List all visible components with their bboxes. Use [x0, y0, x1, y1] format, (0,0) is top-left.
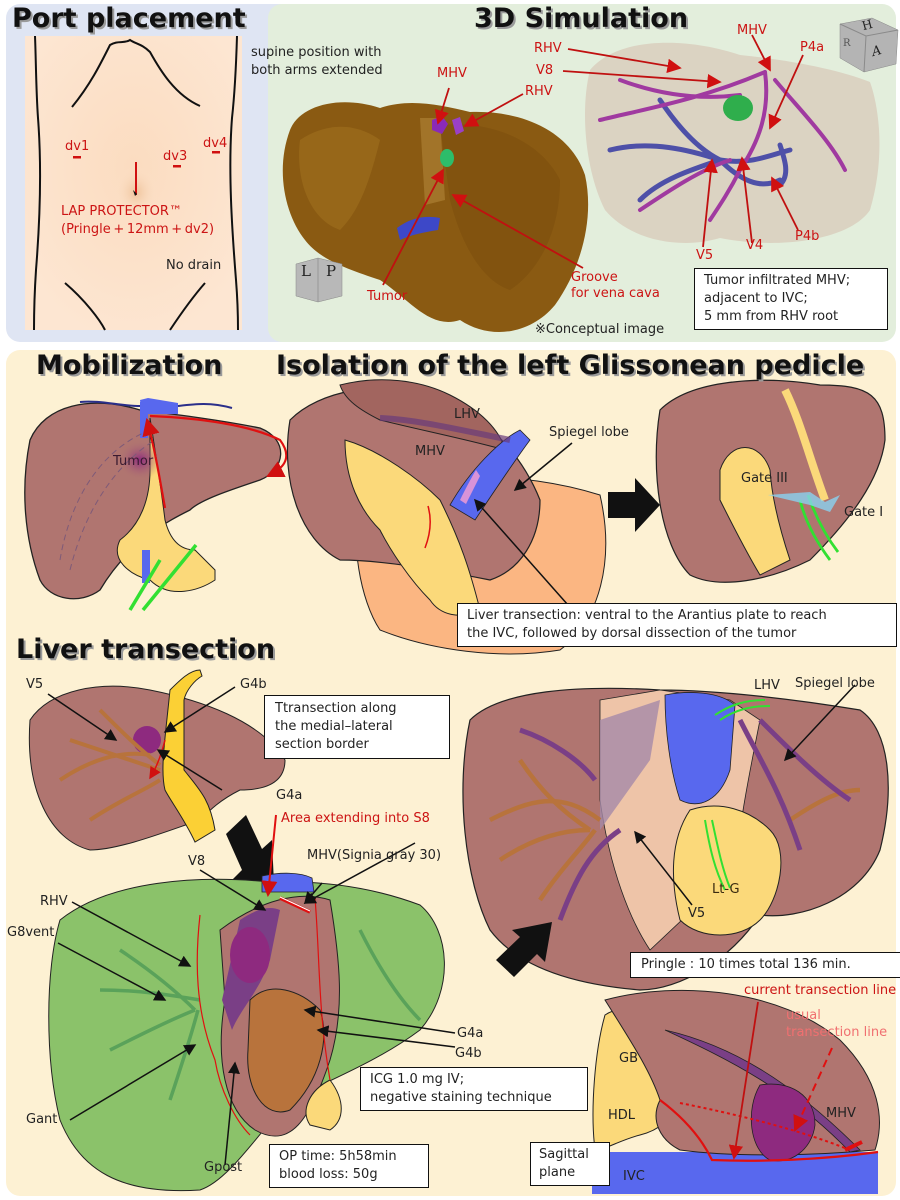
- transection-g4a-upper: G4a: [276, 788, 303, 803]
- torso: [25, 35, 242, 331]
- sagittal-ivc: IVC: [623, 1169, 645, 1184]
- usual-transection-line-label-1: usual: [786, 1008, 821, 1023]
- transection-right-ltg: Lt-G: [712, 882, 740, 897]
- transection-title: Liver transection: [16, 634, 276, 665]
- sim-right-v4: V4: [746, 238, 764, 253]
- area-s8-arrow: [261, 814, 278, 897]
- mobilization-liver-diagram: [24, 398, 288, 612]
- sagittal-mhv: MHV: [826, 1106, 856, 1121]
- mobilization-title: Mobilization: [36, 350, 223, 381]
- position-note-line1: supine position with: [251, 45, 382, 60]
- summary-line: Tumor infiltrated MHV;: [704, 273, 851, 288]
- transection-right-spiegel: Spiegel lobe: [795, 676, 875, 691]
- sim-left-mhv: MHV: [437, 66, 467, 81]
- transection-gant: Gant: [26, 1112, 58, 1127]
- isolation-spiegel-lobe: Spiegel lobe: [549, 425, 629, 440]
- transection-g4b-upper: G4b: [240, 677, 267, 692]
- next-step-arrow-3: [496, 922, 552, 977]
- transection-g8vent: G8vent: [7, 925, 55, 940]
- icg-line: ICG 1.0 mg IV;: [370, 1072, 465, 1087]
- op-summary-box: OP time: 5h58min blood loss: 50g: [269, 1144, 429, 1188]
- isolation-title: Isolation of the left Glissonean pedicle: [276, 350, 865, 381]
- transection-right-liver-diagram: [462, 687, 889, 991]
- transection-right-v5: V5: [688, 906, 706, 921]
- area-extending-s8: Area extending into S8: [281, 811, 430, 826]
- border-line: section border: [275, 737, 369, 752]
- transection-v8: V8: [188, 854, 206, 869]
- transection-g4b-lower: G4b: [455, 1046, 482, 1061]
- sagittal-plane-box: Sagittal plane: [530, 1142, 610, 1186]
- port-placement-title: Port placement: [12, 3, 246, 34]
- icg-line: negative staining technique: [370, 1090, 552, 1105]
- isolation-gate-i: Gate I: [844, 505, 884, 520]
- sim-right-p4b: P4b: [795, 229, 820, 244]
- drain-note: No drain: [166, 258, 222, 273]
- mobilization-tumor-label: Tumor: [113, 454, 154, 469]
- isolation-mhv: MHV: [415, 444, 445, 459]
- sagittal-diagram: [592, 989, 880, 1194]
- simulation-arrows: [382, 34, 804, 286]
- mhv-signia-label: MHV(Signia gray 30): [307, 848, 442, 863]
- icg-box: ICG 1.0 mg IV; negative staining techniq…: [360, 1067, 588, 1111]
- lap-protector-detail: (Pringle + 12mm + dv2): [61, 222, 215, 237]
- transection-right-lhv: LHV: [754, 678, 780, 693]
- sim-groove-line1: Groove: [571, 270, 618, 285]
- cube-right-face-r: R: [843, 38, 851, 49]
- lap-protector-label: LAP PROTECTOR™: [61, 204, 182, 219]
- isolation-lhv: LHV: [454, 407, 480, 422]
- simulation-title: 3D Simulation: [474, 3, 689, 34]
- transection-v5: V5: [26, 677, 44, 692]
- sagittal-gb: GB: [619, 1051, 638, 1066]
- leader-arrows: [47, 442, 856, 1166]
- isolation-gate-iii: Gate III: [741, 471, 788, 486]
- border-line: the medial–lateral: [275, 719, 393, 734]
- pringle-box: Pringle : 10 times total 136 min.: [630, 952, 900, 978]
- transection-rhv: RHV: [40, 894, 68, 909]
- sim-right-p4a: P4a: [800, 40, 825, 55]
- cube-left-face-p: P: [326, 262, 337, 280]
- orientation-cube-right: [839, 17, 899, 73]
- transection-upper-diagram: [28, 669, 286, 851]
- summary-line: adjacent to IVC;: [704, 291, 808, 306]
- op-time: OP time: 5h58min: [279, 1149, 397, 1164]
- next-step-arrow-1: [608, 478, 660, 532]
- next-step-arrow-2: [226, 815, 274, 884]
- port-dv4: dv4: [203, 136, 228, 151]
- transection-g4a-lower: G4a: [457, 1026, 484, 1041]
- orientation-cube-left: [295, 257, 343, 303]
- note-line: the IVC, followed by dorsal dissection o…: [467, 626, 797, 641]
- plane-line: plane: [539, 1165, 576, 1180]
- sim-right-v5: V5: [696, 248, 714, 263]
- usual-transection-line-label-2: transection line: [786, 1025, 888, 1040]
- sim-right-rhv: RHV: [534, 41, 562, 56]
- summary-line: 5 mm from RHV root: [704, 309, 839, 324]
- sagittal-hdl: HDL: [608, 1108, 636, 1123]
- note-line: Liver transection: ventral to the Aranti…: [467, 608, 827, 623]
- cube-left-face-l: L: [301, 262, 311, 280]
- border-line: Ttransection along: [275, 701, 397, 716]
- blood-loss: blood loss: 50g: [279, 1167, 378, 1182]
- sim-right-mhv: MHV: [737, 23, 767, 38]
- isolation-right-liver-diagram: [655, 379, 886, 583]
- isolation-note-box: Liver transection: ventral to the Aranti…: [457, 603, 897, 647]
- transection-border-box: Ttransection along the medial–lateral se…: [264, 695, 450, 759]
- port-dv1: dv1: [65, 139, 90, 154]
- liver-3d-render-left: [282, 102, 589, 332]
- transection-gpost: Gpost: [204, 1160, 243, 1175]
- sim-tumor: Tumor: [367, 289, 408, 304]
- position-note-line2: both arms extended: [251, 63, 383, 78]
- plane-line: Sagittal: [539, 1147, 589, 1162]
- simulation-summary-box: Tumor infiltrated MHV; adjacent to IVC; …: [694, 268, 888, 330]
- conceptual-image-note: ※Conceptual image: [535, 322, 665, 337]
- current-transection-line-label: current transection line: [744, 983, 897, 998]
- port-dv3: dv3: [163, 149, 188, 164]
- sim-right-v8: V8: [536, 63, 554, 78]
- sim-left-rhv: RHV: [525, 84, 553, 99]
- sim-groove-line2: for vena cava: [571, 286, 660, 301]
